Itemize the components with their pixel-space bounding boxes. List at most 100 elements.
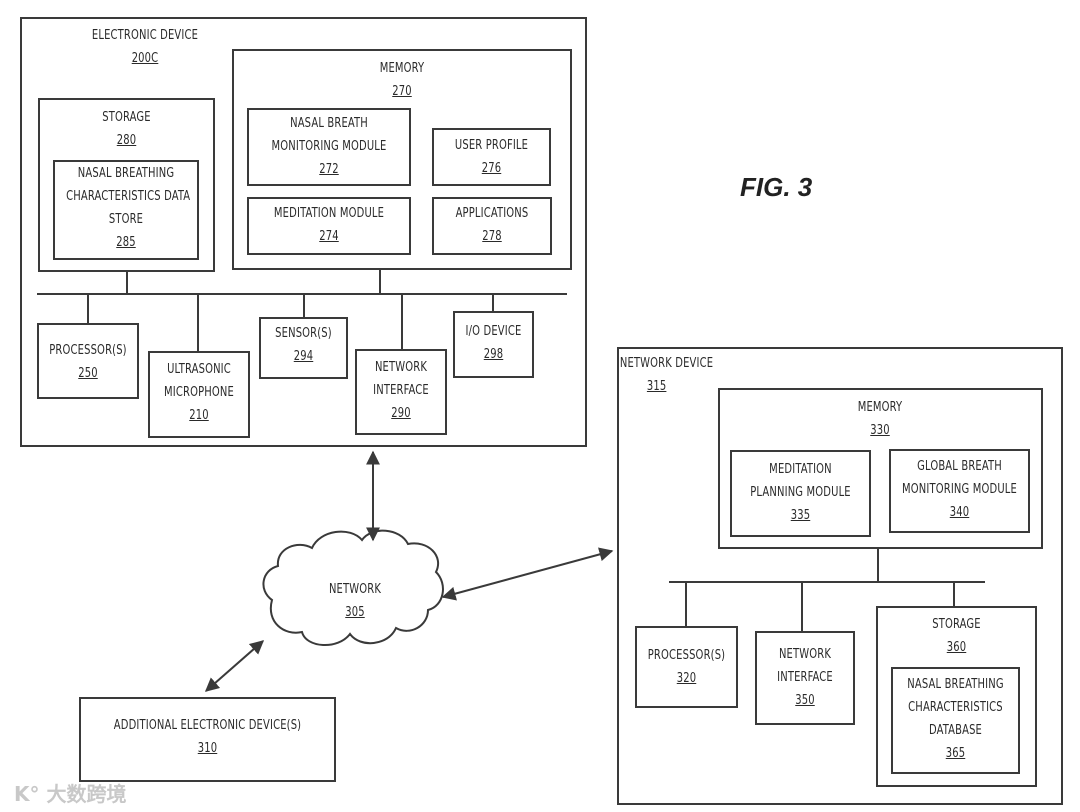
- electronic-device-title: ELECTRONIC DEVICE: [91, 27, 199, 43]
- module-line: USER PROFILE: [454, 137, 529, 153]
- module-line: GLOBAL BREATH: [917, 458, 1002, 474]
- bus-connector: [197, 295, 199, 352]
- component-210-label: ULTRASONIC MICROPHONE 210: [157, 358, 241, 427]
- bus-connector: [801, 583, 803, 632]
- module-274-box: [247, 197, 411, 255]
- memory-330-label: MEMORY 330: [823, 396, 938, 442]
- component-line: ULTRASONIC: [167, 361, 231, 377]
- module-274-label: MEDITATION MODULE 274: [262, 202, 396, 248]
- module-278-label: APPLICATIONS 278: [443, 202, 541, 248]
- component-320-label: PROCESSOR(S) 320: [644, 644, 728, 690]
- network-title: NETWORK: [328, 581, 382, 597]
- bus-connector: [126, 272, 128, 293]
- storage-280-label: STORAGE 280: [54, 106, 199, 152]
- database-line: DATABASE: [928, 722, 983, 738]
- component-ref: 294: [293, 348, 314, 364]
- component-line: NETWORK: [778, 646, 832, 662]
- network-305-label: NETWORK 305: [310, 578, 400, 624]
- module-ref: 276: [481, 160, 502, 176]
- bus-line: [669, 581, 985, 583]
- component-line: PROCESSOR(S): [647, 647, 726, 663]
- module-276-label: USER PROFILE 276: [443, 134, 541, 180]
- module-340-label: GLOBAL BREATH MONITORING MODULE 340: [902, 455, 1018, 524]
- component-line: MICROPHONE: [164, 384, 234, 400]
- module-335-box: [730, 450, 871, 537]
- network-device-title: NETWORK DEVICE: [619, 355, 714, 371]
- component-294-box: [259, 317, 348, 379]
- component-210-box: [148, 351, 250, 438]
- component-298-label: I/O DEVICE 298: [460, 320, 526, 366]
- module-335-label: MEDITATION PLANNING MODULE 335: [743, 458, 859, 527]
- module-278-box: [432, 197, 552, 255]
- component-298-box: [453, 311, 534, 378]
- storage-360-ref: 360: [946, 639, 967, 655]
- bus-connector: [303, 295, 305, 318]
- module-276-box: [432, 128, 551, 186]
- component-ref: 290: [391, 405, 411, 421]
- additional-device-ref: 310: [197, 740, 218, 756]
- bus-connector: [401, 295, 403, 350]
- component-350-label: NETWORK INTERFACE 350: [764, 643, 846, 712]
- component-320-box: [635, 626, 738, 708]
- component-ref: 298: [483, 346, 504, 362]
- memory-270-ref: 270: [392, 83, 412, 99]
- module-line: MONITORING MODULE: [902, 481, 1017, 497]
- arrow-network-additional: [204, 640, 265, 692]
- module-ref: 272: [319, 161, 339, 177]
- module-340-box: [889, 449, 1030, 533]
- memory-330-ref: 330: [870, 422, 890, 438]
- arrow-network-netdevice: [441, 547, 614, 601]
- additional-device-box: [79, 697, 336, 782]
- bus-connector: [953, 583, 955, 607]
- component-line: INTERFACE: [777, 669, 833, 685]
- figure-label: FIG. 3: [740, 172, 813, 202]
- module-272-label: NASAL BREATH MONITORING MODULE 272: [262, 112, 396, 181]
- module-ref: 274: [319, 228, 339, 244]
- data-store-line: CHARACTERISTICS DATA: [66, 188, 191, 204]
- component-ref: 320: [676, 670, 697, 686]
- component-line: PROCESSOR(S): [49, 342, 127, 358]
- component-350-box: [755, 631, 855, 725]
- module-line: PLANNING MODULE: [750, 484, 851, 500]
- component-250-box: [37, 323, 139, 399]
- database-line: CHARACTERISTICS: [908, 699, 1003, 715]
- component-ref: 350: [795, 692, 815, 708]
- database-ref: 365: [945, 745, 966, 761]
- module-line: MEDITATION: [769, 461, 832, 477]
- storage-360-label: STORAGE 360: [890, 613, 1022, 659]
- data-store-285-label: NASAL BREATHING CHARACTERISTICS DATA STO…: [66, 162, 191, 254]
- memory-330-title: MEMORY: [857, 399, 903, 415]
- watermark: K° 大数跨境: [14, 782, 127, 806]
- bus-connector: [87, 295, 89, 324]
- network-ref: 305: [345, 604, 365, 620]
- network-device-label: NETWORK DEVICE 315: [610, 352, 717, 398]
- module-272-box: [247, 108, 411, 186]
- component-290-label: NETWORK INTERFACE 290: [363, 356, 438, 425]
- database-line: NASAL BREATHING: [907, 676, 1004, 692]
- component-ref: 210: [189, 407, 209, 423]
- module-line: MEDITATION MODULE: [273, 205, 385, 221]
- bus-connector: [877, 549, 879, 581]
- module-line: APPLICATIONS: [455, 205, 529, 221]
- module-line: NASAL BREATH: [290, 115, 368, 131]
- additional-device-label: ADDITIONAL ELECTRONIC DEVICE(S) 310: [102, 714, 313, 760]
- storage-280-title: STORAGE: [102, 109, 151, 125]
- memory-270-label: MEMORY 270: [345, 57, 460, 103]
- additional-device-title: ADDITIONAL ELECTRONIC DEVICE(S): [113, 717, 302, 733]
- database-365-label: NASAL BREATHING CHARACTERISTICS DATABASE…: [903, 673, 1009, 765]
- storage-360-title: STORAGE: [932, 616, 981, 632]
- data-store-285-box: [53, 160, 199, 260]
- data-store-ref: 285: [116, 234, 136, 250]
- data-store-line: NASAL BREATHING: [77, 165, 175, 181]
- electronic-device-ref: 200C: [131, 50, 159, 66]
- module-ref: 335: [790, 507, 811, 523]
- memory-270-title: MEMORY: [379, 60, 425, 76]
- component-294-label: SENSOR(S) 294: [267, 322, 340, 368]
- component-line: SENSOR(S): [275, 325, 332, 341]
- bus-connector: [685, 583, 687, 627]
- network-cloud-icon: [262, 529, 444, 647]
- module-line: MONITORING MODULE: [271, 138, 387, 154]
- component-ref: 250: [78, 365, 98, 381]
- module-ref: 340: [949, 504, 970, 520]
